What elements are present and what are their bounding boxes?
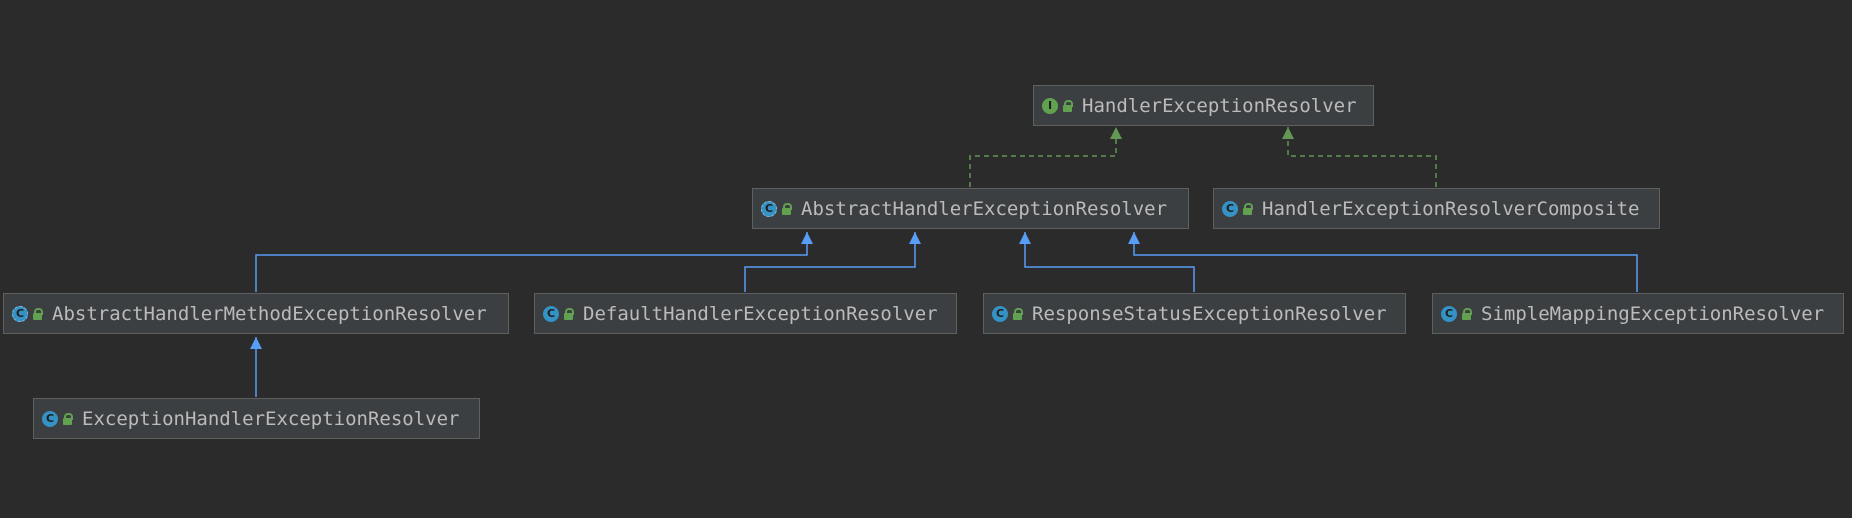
public-access-icon <box>1461 307 1472 320</box>
interface-icon: I <box>1042 97 1058 114</box>
abstract-class-icon: C <box>12 305 28 322</box>
public-access-icon <box>32 307 43 320</box>
node-exception-handler-exception-resolver[interactable]: C ExceptionHandlerExceptionResolver <box>33 398 480 439</box>
node-label: HandlerExceptionResolver <box>1082 94 1357 117</box>
node-label: SimpleMappingExceptionResolver <box>1481 302 1825 325</box>
node-handler-exception-resolver-composite[interactable]: C HandlerExceptionResolverComposite <box>1213 188 1660 229</box>
node-abstract-handler-exception-resolver[interactable]: C AbstractHandlerExceptionResolver <box>752 188 1189 229</box>
node-handler-exception-resolver[interactable]: I HandlerExceptionResolver <box>1033 85 1374 126</box>
node-label: DefaultHandlerExceptionResolver <box>583 302 938 325</box>
edge-extends-response-status-to-abstract <box>1019 232 1195 292</box>
node-label: HandlerExceptionResolverComposite <box>1262 197 1640 220</box>
public-access-icon <box>1012 307 1023 320</box>
class-icon: C <box>1222 200 1238 217</box>
public-access-icon <box>62 412 73 425</box>
class-icon: C <box>1441 305 1457 322</box>
node-abstract-handler-method-exception-resolver[interactable]: C AbstractHandlerMethodExceptionResolver <box>3 293 509 334</box>
edge-implements-composite-to-interface <box>1282 127 1437 187</box>
node-label: ResponseStatusExceptionResolver <box>1032 302 1387 325</box>
class-icon: C <box>992 305 1008 322</box>
class-icon: C <box>543 305 559 322</box>
class-icon: C <box>42 410 58 427</box>
edge-extends-method-resolver-to-abstract <box>255 232 813 292</box>
node-simple-mapping-exception-resolver[interactable]: C SimpleMappingExceptionResolver <box>1432 293 1844 334</box>
public-access-icon <box>1062 99 1073 112</box>
node-label: AbstractHandlerMethodExceptionResolver <box>52 302 487 325</box>
node-label: ExceptionHandlerExceptionResolver <box>82 407 460 430</box>
edge-extends-simple-mapping-to-abstract <box>1128 232 1638 292</box>
abstract-class-icon: C <box>761 200 777 217</box>
node-default-handler-exception-resolver[interactable]: C DefaultHandlerExceptionResolver <box>534 293 957 334</box>
node-label: AbstractHandlerExceptionResolver <box>801 197 1168 220</box>
node-response-status-exception-resolver[interactable]: C ResponseStatusExceptionResolver <box>983 293 1406 334</box>
edge-extends-default-to-abstract <box>744 232 921 292</box>
public-access-icon <box>563 307 574 320</box>
public-access-icon <box>781 202 792 215</box>
public-access-icon <box>1242 202 1253 215</box>
edge-implements-abstract-to-interface <box>969 127 1122 187</box>
